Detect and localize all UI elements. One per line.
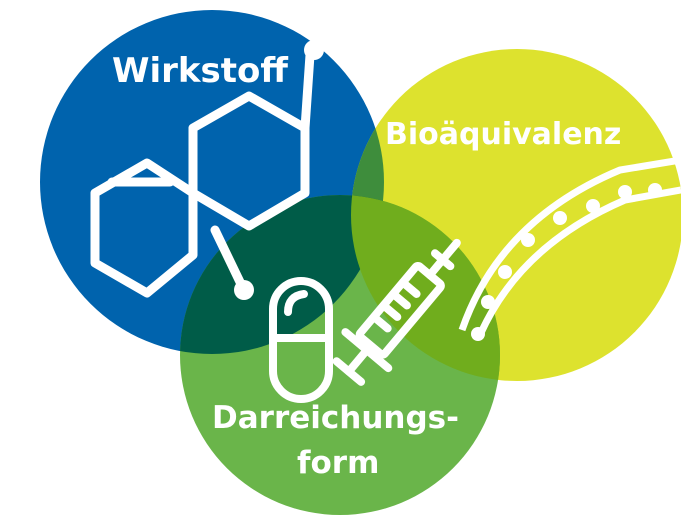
label-darreichungsform-line2: form — [297, 445, 379, 481]
label-darreichungsform-line1: Darreichungs- — [212, 400, 459, 436]
overlap-bioaequivalenz-darreichungsform — [351, 195, 500, 381]
overlap-wirkstoff-darreichungsform — [180, 195, 384, 354]
dotted-arc-icon — [458, 156, 681, 341]
label-wirkstoff: Wirkstoff — [112, 51, 288, 91]
label-bioaequivalenz: Bioäquivalenz — [385, 117, 621, 152]
syringe-icon — [332, 238, 461, 386]
molecule-icon — [90, 40, 324, 300]
capsule-icon — [269, 277, 333, 403]
